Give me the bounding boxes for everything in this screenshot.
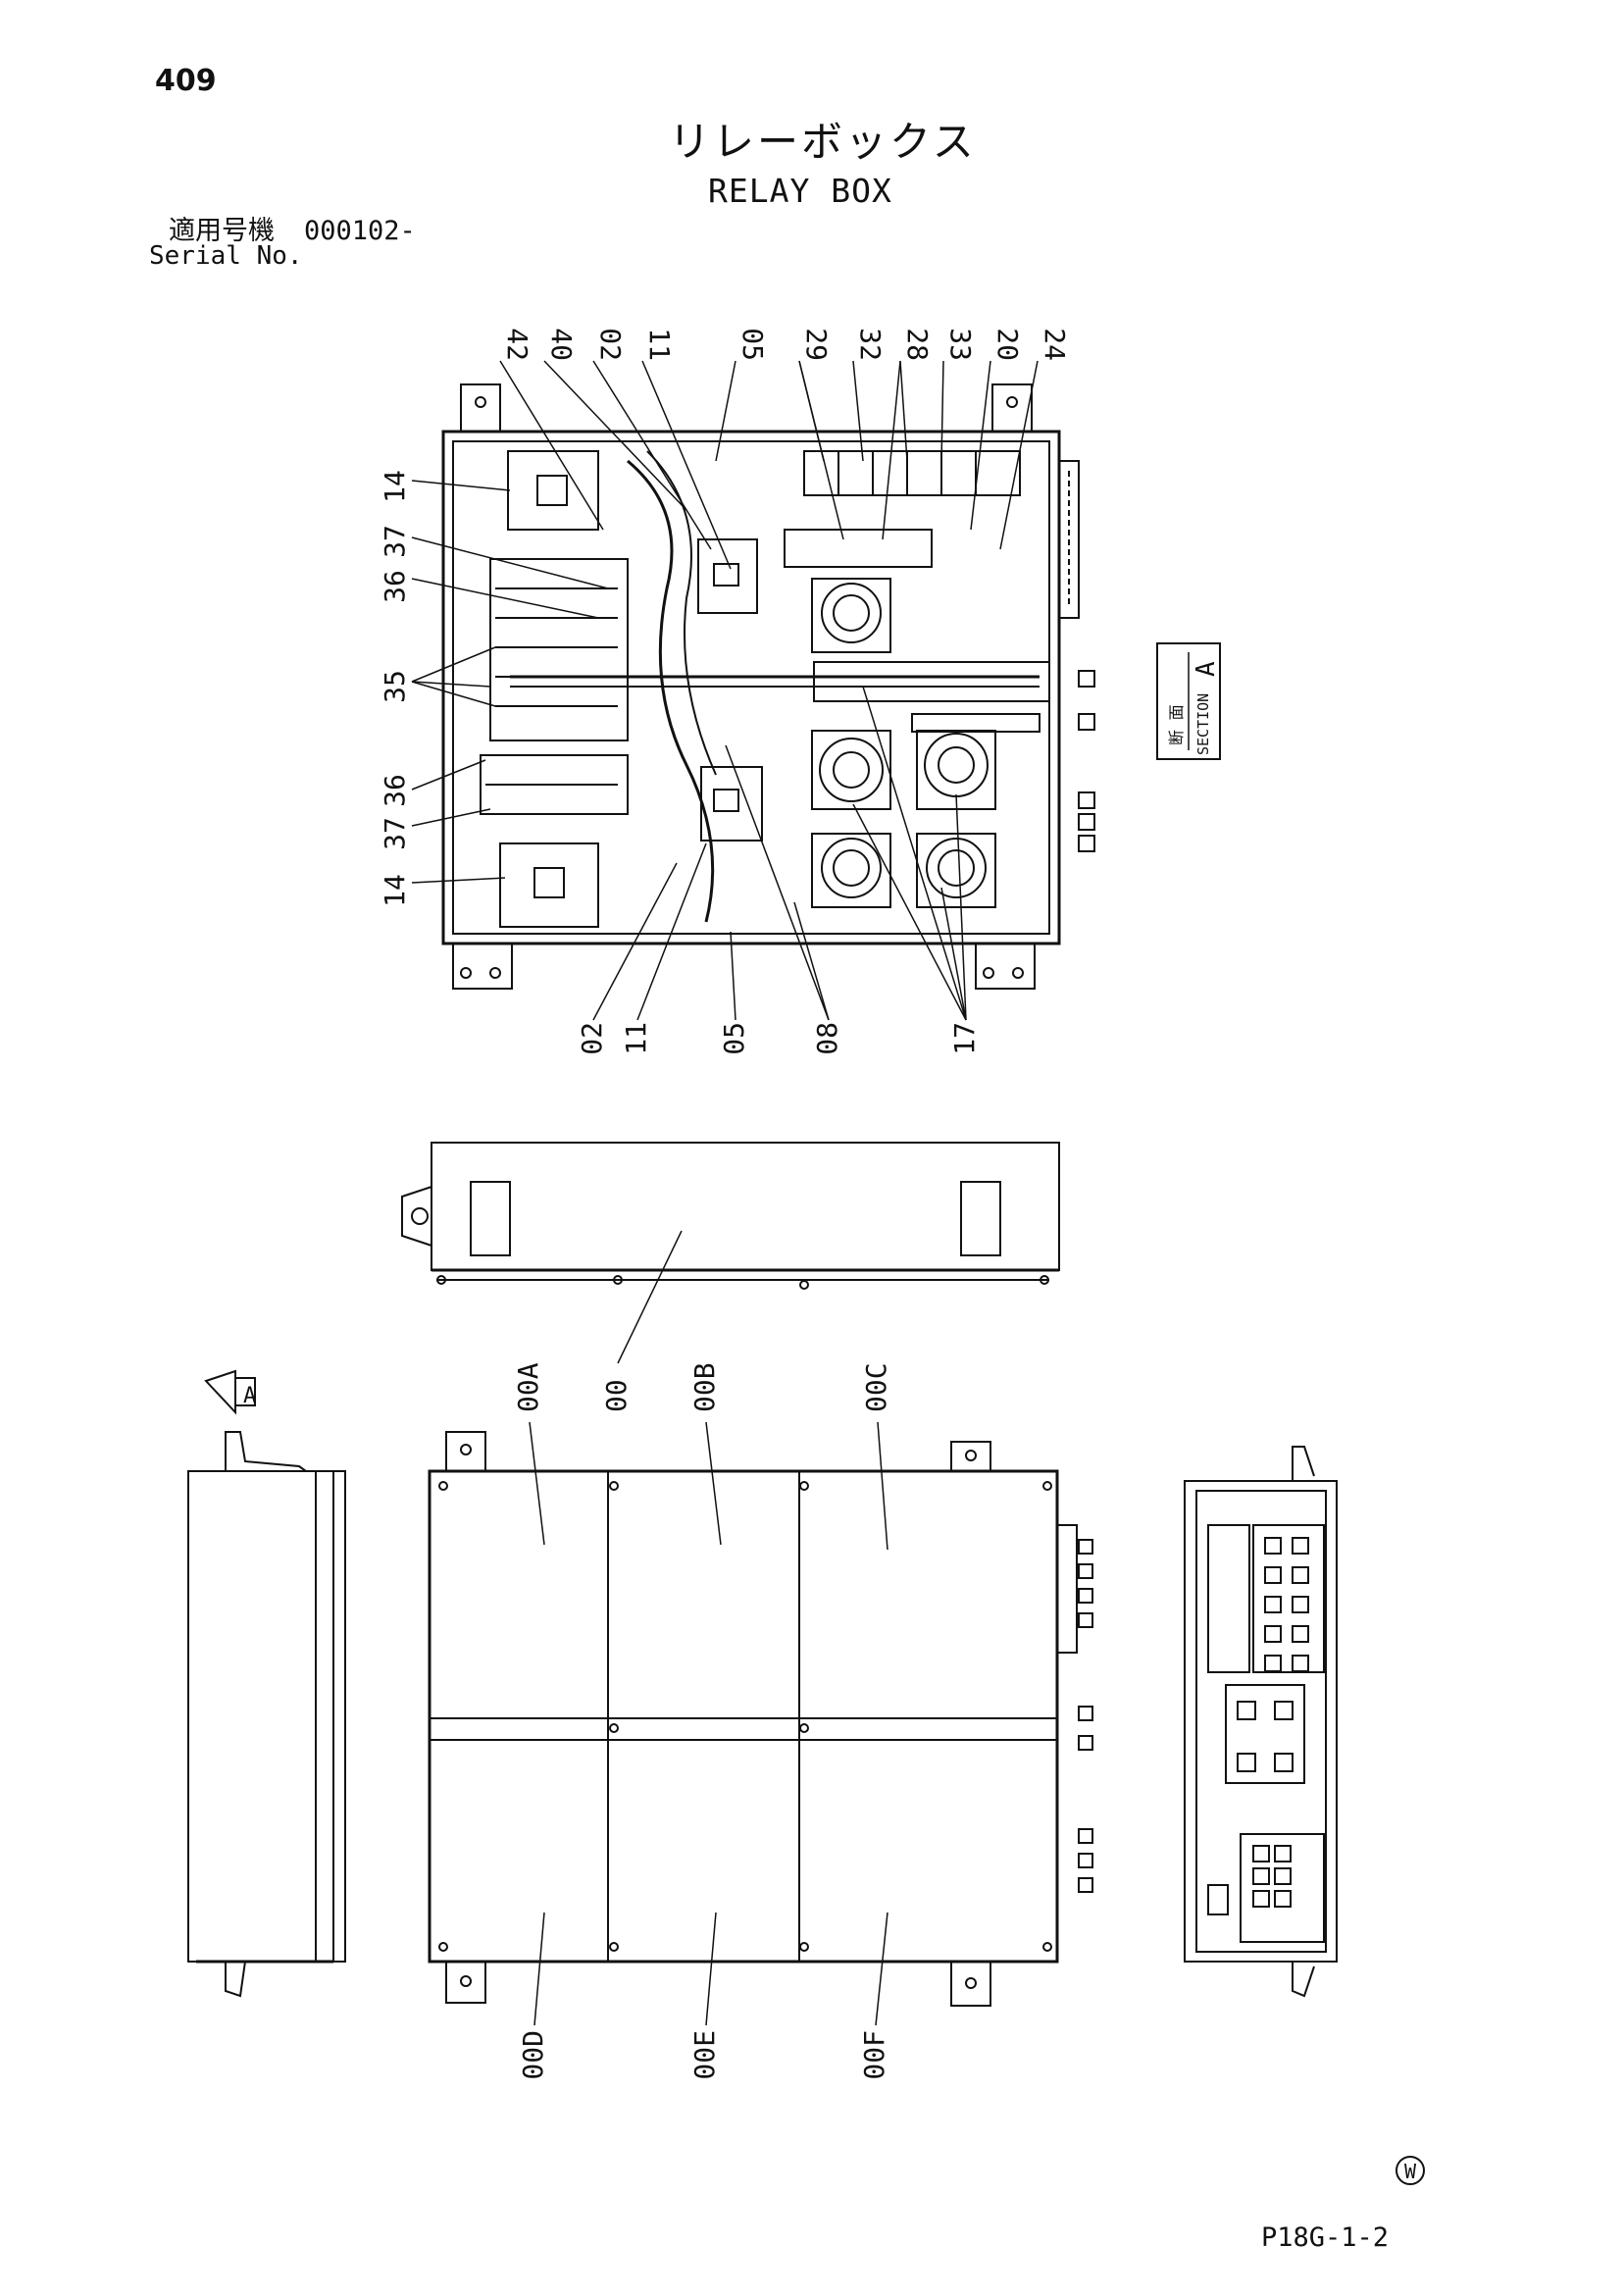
- drawing-code: P18G-1-2: [1261, 2222, 1390, 2253]
- callout-left-37-bottom: 37: [379, 817, 411, 850]
- section-marker-en: SECTION: [1194, 693, 1212, 755]
- title-japanese: リレーボックス: [669, 118, 977, 166]
- title-english: RELAY BOX: [708, 172, 892, 210]
- callout-top-32: 32: [854, 328, 887, 361]
- callout-top-24: 24: [1039, 328, 1071, 361]
- callout-left-36-top: 36: [379, 570, 411, 603]
- callout-panel-00C: 00C: [860, 1362, 892, 1412]
- callout-cover-00: 00: [600, 1379, 633, 1412]
- cover-view: [401, 1142, 1060, 1364]
- callout-left-14-bottom: 14: [379, 874, 411, 907]
- callout-leaders-bottom: [592, 686, 967, 1021]
- section-marker-box: [1156, 642, 1221, 760]
- callout-panel-00B: 00B: [688, 1362, 721, 1412]
- callout-top-29: 29: [800, 328, 833, 361]
- interior-view: [441, 383, 1095, 990]
- circle-mark: [1396, 2156, 1425, 2185]
- serial-label-english: Serial No.: [149, 241, 303, 271]
- callout-panel-00A: 00A: [512, 1362, 544, 1412]
- left-side-view: [187, 1369, 346, 1998]
- callout-top-02: 02: [594, 328, 627, 361]
- callout-top-11: 11: [643, 328, 676, 361]
- serial-label-japanese: 適用号機: [169, 216, 275, 246]
- page-number: 409: [155, 64, 217, 98]
- serial-value: 000102-: [304, 216, 416, 246]
- callout-leaders-left: [411, 480, 609, 884]
- circle-mark-letter: W: [1404, 2160, 1417, 2183]
- callout-top-28: 28: [901, 328, 934, 361]
- callout-left-36-bottom: 36: [379, 774, 411, 807]
- view-arrow-letter: A: [243, 1384, 256, 1408]
- callout-panel-00F: 00F: [858, 2030, 890, 2080]
- callout-top-40: 40: [545, 328, 578, 361]
- callout-left-35: 35: [379, 670, 411, 703]
- callout-bottom-11: 11: [620, 1022, 652, 1055]
- callout-bottom-17: 17: [948, 1022, 981, 1055]
- callout-top-33: 33: [944, 328, 977, 361]
- callout-left-14-top: 14: [379, 470, 411, 503]
- callout-top-42: 42: [501, 328, 533, 361]
- callout-panel-00D: 00D: [517, 2030, 549, 2080]
- section-marker-jp: 断 面: [1167, 704, 1186, 745]
- callout-bottom-02: 02: [576, 1022, 608, 1055]
- right-side-view: [1184, 1446, 1338, 1998]
- callout-panel-00E: 00E: [688, 2030, 721, 2080]
- callout-top-05: 05: [736, 328, 769, 361]
- panel-view: [428, 1421, 1093, 2026]
- section-marker-letter: A: [1192, 661, 1221, 677]
- callout-top-20: 20: [991, 328, 1024, 361]
- callout-bottom-05: 05: [718, 1022, 750, 1055]
- callout-left-37-top: 37: [379, 525, 411, 558]
- callout-bottom-08: 08: [811, 1022, 843, 1055]
- callout-leaders-top: [499, 360, 1039, 570]
